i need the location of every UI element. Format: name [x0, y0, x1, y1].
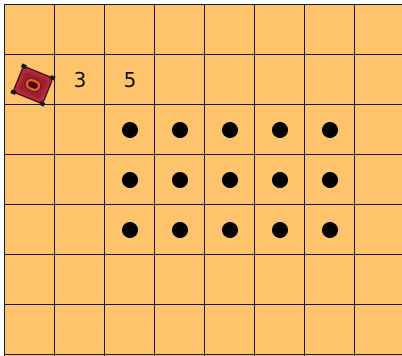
grid-line-horizontal — [5, 304, 402, 305]
dot-marker — [322, 122, 338, 138]
cell-number-label: 3 — [55, 55, 105, 105]
dot-marker — [172, 122, 188, 138]
dot-marker — [222, 222, 238, 238]
dot-marker — [172, 172, 188, 188]
grid-line-horizontal — [5, 154, 402, 155]
dot-marker — [222, 172, 238, 188]
red-robot-token-icon — [10, 62, 56, 108]
dot-marker — [272, 222, 288, 238]
dot-marker — [322, 172, 338, 188]
dot-marker — [122, 122, 138, 138]
grid-line-horizontal — [5, 354, 402, 355]
cell-number-label: 5 — [105, 55, 155, 105]
dot-marker — [222, 122, 238, 138]
dot-marker — [172, 222, 188, 238]
player-token-icon[interactable] — [10, 62, 56, 108]
grid-line-horizontal — [5, 204, 402, 205]
dot-marker — [322, 222, 338, 238]
dot-marker — [122, 222, 138, 238]
dot-marker — [122, 172, 138, 188]
dot-marker — [272, 172, 288, 188]
grid-line-horizontal — [5, 254, 402, 255]
dot-marker — [272, 122, 288, 138]
